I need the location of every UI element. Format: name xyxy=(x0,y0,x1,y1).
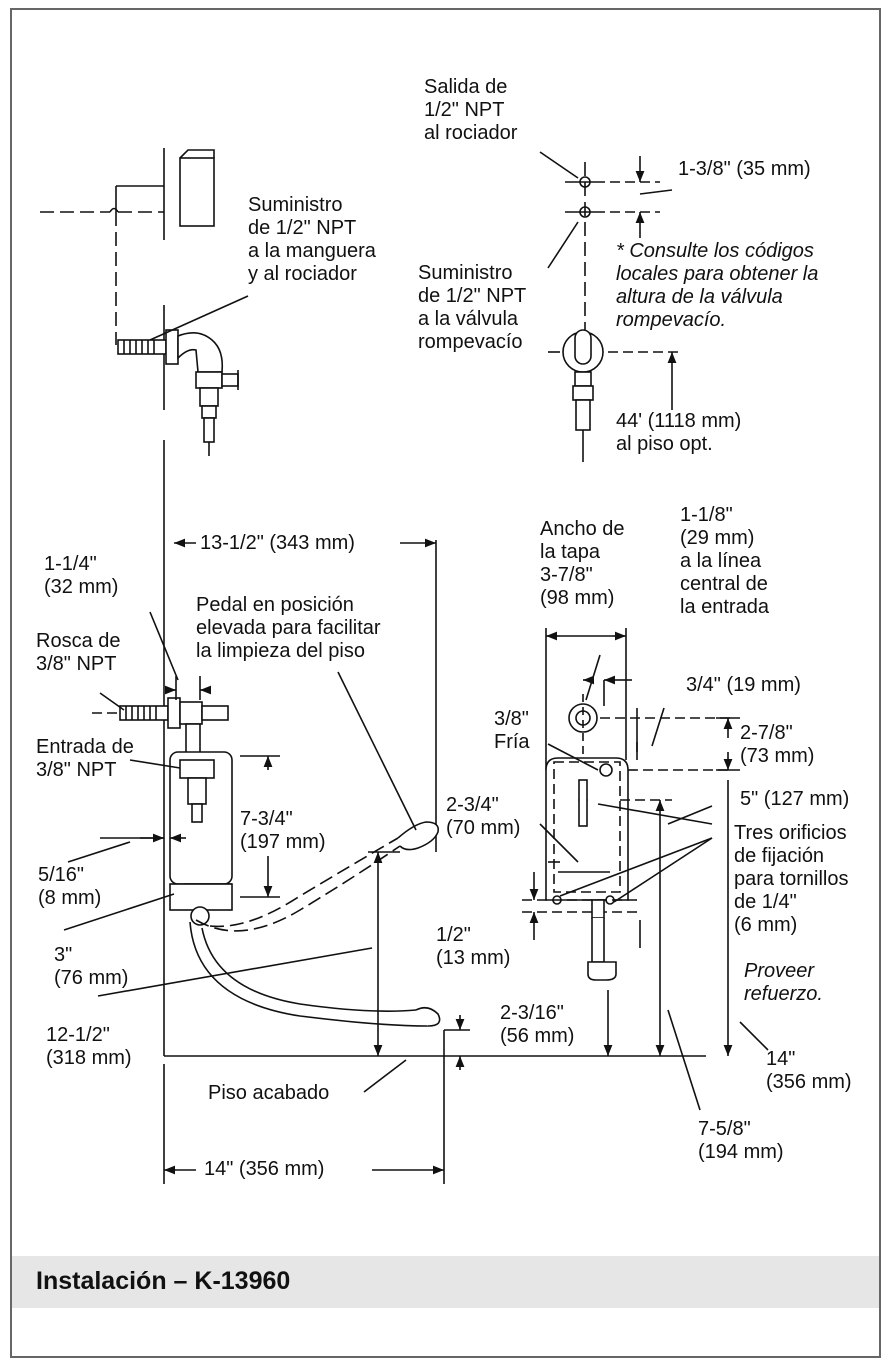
label-dim-1-3-8: 1-3/8" (35 mm) xyxy=(678,158,811,180)
label-pedal-elevada: Pedal en posición elevada para facilitar… xyxy=(196,594,381,662)
label-proveer-refuerzo: Proveer refuerzo. xyxy=(744,960,823,1005)
label-dim-7-5-8: 7-5/8" (194 mm) xyxy=(698,1118,784,1163)
label-dim-7-3-4: 7-3/4" (197 mm) xyxy=(240,808,326,853)
label-suministro-manguera: Suministro de 1/2" NPT a la manguera y a… xyxy=(248,194,376,285)
label-entrada: Entrada de 3/8" NPT xyxy=(36,736,134,781)
label-dim-44: 44' (1118 mm) al piso opt. xyxy=(616,410,742,455)
pedal-valve-front xyxy=(522,628,769,1111)
label-dim-1-1-8: 1-1/8" (29 mm) a la línea central de la … xyxy=(680,504,769,618)
label-dim-1-2: 1/2" (13 mm) xyxy=(436,924,511,969)
label-tres-orificios: Tres orificios de fijación para tornillo… xyxy=(734,822,849,936)
footer-title: Instalación – K-13960 xyxy=(36,1267,291,1295)
label-salida-rociador: Salida de 1/2" NPT al rociador xyxy=(424,76,518,144)
label-ancho-tapa: Ancho de la tapa 3-7/8" (98 mm) xyxy=(540,518,625,609)
label-dim-1-1-4: 1-1/4" (32 mm) xyxy=(44,553,119,598)
label-dim-13-1-2: 13-1/2" (343 mm) xyxy=(200,532,355,554)
label-dim-5-16: 5/16" (8 mm) xyxy=(38,864,102,909)
pedal-valve-side xyxy=(63,611,470,1184)
footer-band: Instalación – K-13960 xyxy=(12,1256,879,1308)
label-dim-2-3-4: 2-3/4" (70 mm) xyxy=(446,794,521,839)
label-dim-2-3-16: 2-3/16" (56 mm) xyxy=(500,1002,575,1047)
label-piso-acabado: Piso acabado xyxy=(208,1082,330,1104)
hose-supply-fitting xyxy=(40,148,249,456)
label-dim-14-bottom: 14" (356 mm) xyxy=(204,1158,325,1180)
label-dim-5: 5" (127 mm) xyxy=(740,788,850,810)
label-dim-2-7-8: 2-7/8" (73 mm) xyxy=(740,722,815,767)
label-dim-3: 3" (76 mm) xyxy=(54,944,129,989)
label-dim-14-right: 14" (356 mm) xyxy=(766,1048,852,1093)
label-dim-3-4: 3/4" (19 mm) xyxy=(686,674,801,696)
label-consulte-codigos: * Consulte los códigos locales para obte… xyxy=(616,240,819,331)
vacuum-breaker xyxy=(539,151,680,462)
label-rosca: Rosca de 3/8" NPT xyxy=(36,630,121,675)
label-suministro-valvula: Suministro de 1/2" NPT a la válvula romp… xyxy=(418,262,527,353)
page-frame xyxy=(10,8,881,1358)
label-dim-12-1-2: 12-1/2" (318 mm) xyxy=(46,1024,132,1069)
label-fria: 3/8" Fría xyxy=(494,708,530,753)
